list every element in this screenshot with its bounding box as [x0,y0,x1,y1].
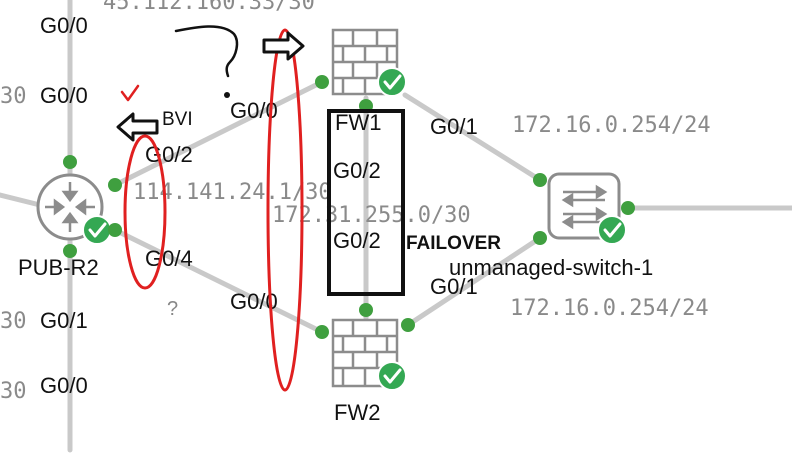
arrow-right-icon [262,31,305,61]
handdrawn-question-dot [224,92,230,98]
router-pub-r2[interactable]: PUB-R2 [18,173,112,280]
question-mark: ? [167,298,178,320]
iface-r2-g02: G0/2 [145,142,193,167]
port-dot[interactable] [359,303,373,317]
link-r2-fw2 [112,227,325,335]
bvi-label: BVI [162,109,193,130]
iface-r2-g04: G0/4 [145,246,193,271]
port-dot[interactable] [108,178,122,192]
port-dots [63,75,635,339]
switch-arrows [561,184,608,230]
net-top-cut: 45.112.160.33/30 [103,0,315,15]
fw2-name: FW2 [334,400,380,425]
firewall-fw1[interactable]: FW1 [331,28,407,135]
check-icon [82,215,112,245]
link-r2-fw1 [112,79,325,188]
port-dot[interactable] [315,75,329,89]
check-icon [377,67,407,97]
port-dot[interactable] [533,231,547,245]
iface-fw2-g01: G0/1 [430,274,478,299]
failover-box [327,109,405,296]
firewall-icon [331,28,399,96]
iface-left-g01: G0/1 [40,308,88,333]
arrow-left-icon [116,112,159,142]
annotations: FAILOVER BVI ? [116,25,501,392]
net-failover: 172.31.255.0/30 [272,203,471,228]
port-dot[interactable] [401,318,415,332]
failover-label: FAILOVER [406,233,501,254]
iface-left-g00-bottom: G0/0 [40,373,88,398]
port-dot[interactable] [533,173,547,187]
net-inside-top: 172.16.0.254/24 [512,113,711,138]
net-left-30-a: 30 [0,84,27,109]
iface-fw1-g01: G0/1 [430,114,478,139]
red-ellipse-middle [266,28,304,392]
firewall-fw2[interactable]: FW2 [331,318,407,425]
link-fw1-switch [402,92,543,183]
net-left-30-c: 30 [0,379,27,404]
interface-labels: G0/0 G0/0 G0/2 G0/4 G0/0 G0/0 G0/2 G0/2 … [40,13,478,398]
port-dot[interactable] [315,325,329,339]
iface-left-g00-top: G0/0 [40,13,88,38]
check-icon [597,215,627,245]
iface-fw1-g02: G0/2 [333,158,381,183]
switch-unmanaged-1[interactable]: unmanaged-switch-1 [449,172,653,280]
link-r2-left [0,192,43,208]
router-name: PUB-R2 [18,255,99,280]
switch-name: unmanaged-switch-1 [449,255,653,280]
red-check-icon [120,84,140,102]
network-labels: 45.112.160.33/30 30 30 30 114.141.24.1/3… [0,0,711,404]
port-dot[interactable] [63,244,77,258]
port-dot[interactable] [621,201,635,215]
handdrawn-question-icon [174,25,239,78]
router-arrows [45,182,95,232]
net-inside-bottom: 172.16.0.254/24 [510,296,709,321]
iface-fw2-g02: G0/2 [333,228,381,253]
port-dot[interactable] [108,223,122,237]
net-left-30-b: 30 [0,309,27,334]
fw1-name: FW1 [335,110,381,135]
check-icon [377,361,407,391]
red-ellipse-left [123,134,167,290]
iface-left-g00-mid: G0/0 [40,83,88,108]
link-fw2-switch [405,235,543,328]
port-dot[interactable] [63,155,77,169]
